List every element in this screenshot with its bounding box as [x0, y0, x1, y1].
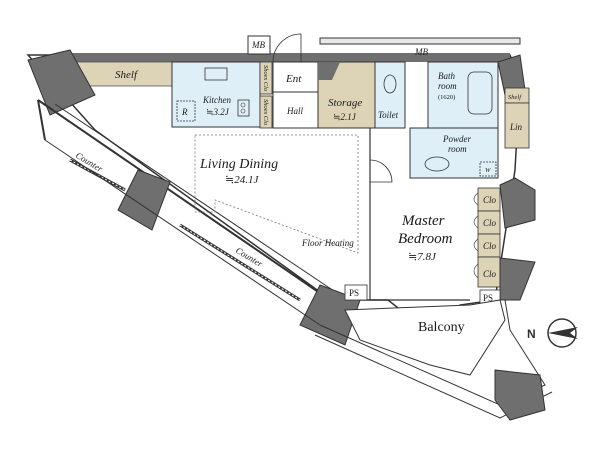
- closet-4: Clo: [477, 256, 501, 288]
- counter-window-2: [179, 223, 301, 302]
- storage-pillar: [318, 62, 340, 80]
- balcony-rail: [319, 299, 546, 406]
- stove: [237, 99, 250, 117]
- refrigerator-label: R: [181, 107, 188, 117]
- hall-label: Hall: [286, 106, 304, 116]
- closet-doors-icon: [473, 192, 479, 279]
- ps-1: [344, 284, 368, 301]
- refrigerator-space: [176, 100, 196, 122]
- bedroom-wall: [369, 128, 470, 301]
- svg-text:Clo: Clo: [483, 241, 497, 251]
- bathroom-size-label: (1620): [438, 94, 455, 101]
- top-wall: [70, 53, 510, 62]
- balcony: [344, 299, 506, 376]
- floor-heating-outline: [194, 134, 359, 254]
- bedroom-door-icon: [369, 159, 393, 183]
- kitchen-sink: [204, 67, 228, 81]
- bathroom-label-1: Bath: [438, 71, 455, 81]
- shoes-closet-1: [259, 61, 273, 95]
- storage-area-label: ≒2.1J: [333, 112, 357, 122]
- living-dining-area-label: ≒24.1J: [225, 174, 259, 186]
- washer-space: [479, 161, 497, 177]
- diagonal-wall-outer: [37, 99, 331, 301]
- kitchen-label: Kitchen: [202, 95, 231, 105]
- toilet-bowl-icon: [383, 74, 397, 94]
- shoes-closet-2: [259, 95, 273, 129]
- diagonal-wall-inner: [54, 103, 341, 296]
- living-dining-label: Living Dining: [199, 157, 278, 172]
- column-1: [117, 169, 171, 231]
- outer-sweep: [44, 139, 321, 326]
- storage-label: Storage: [328, 97, 362, 109]
- right-column-2: [499, 257, 536, 301]
- washer-label: W: [485, 167, 491, 174]
- svg-text:Clo: Clo: [483, 218, 497, 228]
- bottom-right-pillar: [494, 369, 546, 421]
- linen-closet: [504, 102, 530, 149]
- svg-text:Clo: Clo: [483, 195, 497, 205]
- entrance-door-icon: [272, 33, 302, 63]
- ps-2-label: PS: [483, 293, 493, 303]
- powder-room: [409, 127, 499, 179]
- closet-3: Clo: [477, 233, 501, 258]
- entrance-label: Ent: [285, 73, 302, 85]
- compass: N: [527, 318, 578, 348]
- hall: [272, 91, 319, 129]
- mb-right-label: MB: [414, 47, 428, 57]
- shoes-closet-2-label: Shoes Clo: [262, 99, 269, 126]
- balcony-label: Balcony: [418, 320, 465, 335]
- shoes-closet-1-label: Shoes Clo: [262, 65, 269, 92]
- floor-heating-label: Floor Heating: [301, 238, 354, 248]
- kitchen-area-label: ≒3.2J: [206, 107, 230, 117]
- closet-2: Clo: [477, 210, 501, 235]
- ps-1-label: PS: [349, 288, 359, 298]
- bathtub-icon: [467, 71, 493, 115]
- toilet-label: Toilet: [378, 110, 399, 120]
- linen-label: Lin: [509, 122, 523, 132]
- right-column-1: [499, 177, 536, 229]
- shelf-side-label: Shelf: [508, 94, 522, 101]
- bathroom-label-2: room: [438, 81, 457, 91]
- compass-north-label: N: [527, 327, 536, 341]
- entrance: [272, 61, 319, 93]
- mb-top: [247, 35, 271, 55]
- left-pillar: [27, 49, 96, 116]
- master-bedroom-label-1: Master: [401, 213, 445, 229]
- north-arrow-icon: [548, 327, 578, 339]
- master-bedroom-area-label: ≒7.8J: [408, 251, 437, 263]
- left-edge-wall: [37, 99, 46, 141]
- basin-icon: [424, 156, 450, 172]
- closet-1: Clo: [477, 187, 501, 212]
- toilet: [374, 61, 406, 129]
- top-right-wall: [319, 37, 521, 45]
- powder-room-label-2: room: [448, 144, 467, 154]
- svg-text:Clo: Clo: [483, 269, 497, 279]
- shelf-main-label: Shelf: [115, 69, 139, 81]
- master-bedroom-label-2: Bedroom: [398, 231, 453, 247]
- mb-top-label: MB: [251, 40, 265, 50]
- powder-room-label-1: Powder: [442, 134, 471, 144]
- bathroom: [427, 61, 499, 129]
